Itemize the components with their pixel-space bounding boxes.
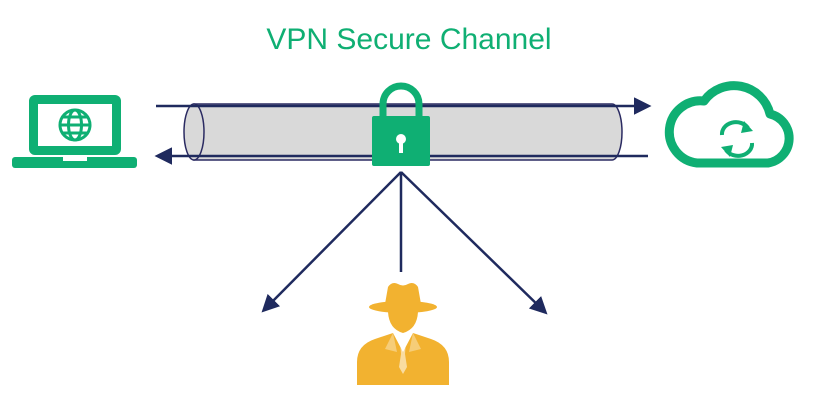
laptop-globe-icon [12,95,137,168]
globe-icon [58,108,92,142]
diagram-title: VPN Secure Channel [266,23,552,56]
intercept-arrow-right [400,171,548,315]
intercept-arrow-left [261,171,402,313]
padlock-icon [372,82,430,166]
cloud-sync-icon [664,81,794,168]
spy-agent-icon [357,283,449,385]
